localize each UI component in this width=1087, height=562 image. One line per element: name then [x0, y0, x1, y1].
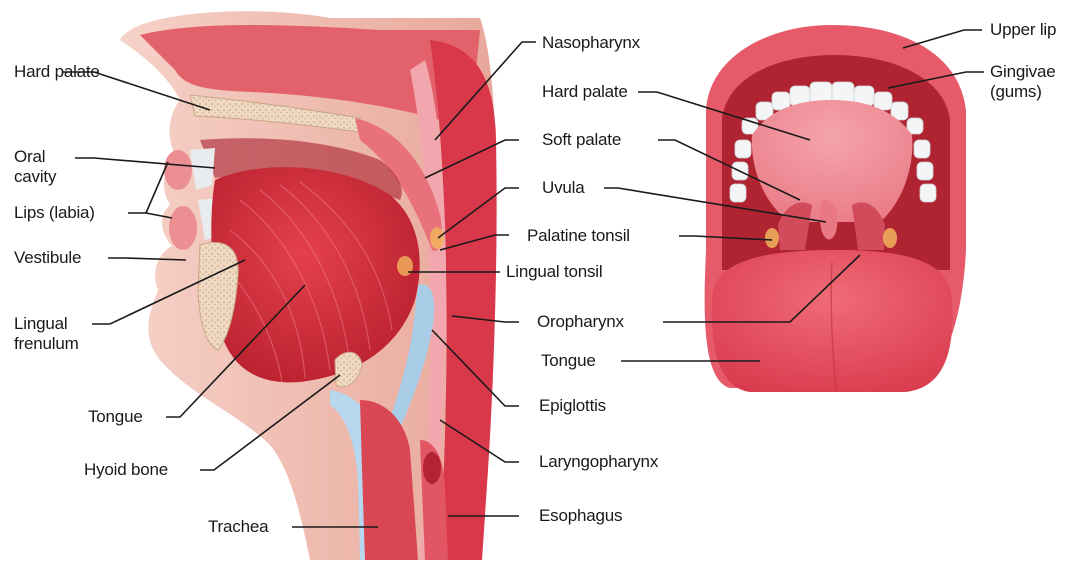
palatine-tonsil-dot — [430, 227, 444, 249]
label-gingivae: Gingivae (gums) — [990, 62, 1070, 102]
label-palatine-tonsil: Palatine tonsil — [527, 226, 630, 246]
label-oral-cavity: Oral cavity — [14, 147, 74, 187]
line-lips — [128, 162, 168, 213]
line-upper-lip — [903, 30, 982, 48]
label-vestibule: Vestibule — [14, 248, 81, 268]
label-lingual-frenulum: Lingual frenulum — [14, 314, 94, 354]
label-lingual-tonsil: Lingual tonsil — [506, 262, 602, 282]
label-trachea: Trachea — [208, 517, 268, 537]
label-soft-palate: Soft palate — [542, 130, 621, 150]
lower-lip-sagittal — [169, 206, 197, 250]
label-text: Hard palate — [14, 62, 100, 81]
label-laryngopharynx: Laryngopharynx — [539, 452, 658, 472]
esophagus-lumen — [423, 452, 441, 484]
label-hard-palate-left: Hard palate — [14, 62, 74, 82]
label-hyoid-bone: Hyoid bone — [84, 460, 168, 480]
label-uvula: Uvula — [542, 178, 584, 198]
label-epiglottis: Epiglottis — [539, 396, 606, 416]
lingual-tonsil-dot — [397, 256, 413, 276]
label-esophagus: Esophagus — [539, 506, 622, 526]
label-tongue-left: Tongue — [88, 407, 143, 427]
label-upper-lip: Upper lip — [990, 20, 1056, 40]
sagittal-section — [120, 11, 497, 560]
palatine-tonsil-right — [883, 228, 897, 248]
label-lips: Lips (labia) — [14, 203, 95, 223]
palatine-tonsil-left — [765, 228, 779, 248]
label-oropharynx: Oropharynx — [537, 312, 624, 332]
label-nasopharynx: Nasopharynx — [542, 33, 640, 53]
upper-lip-sagittal — [164, 150, 192, 190]
label-hard-palate-mid: Hard palate — [542, 82, 628, 102]
label-tongue-right: Tongue — [541, 351, 596, 371]
